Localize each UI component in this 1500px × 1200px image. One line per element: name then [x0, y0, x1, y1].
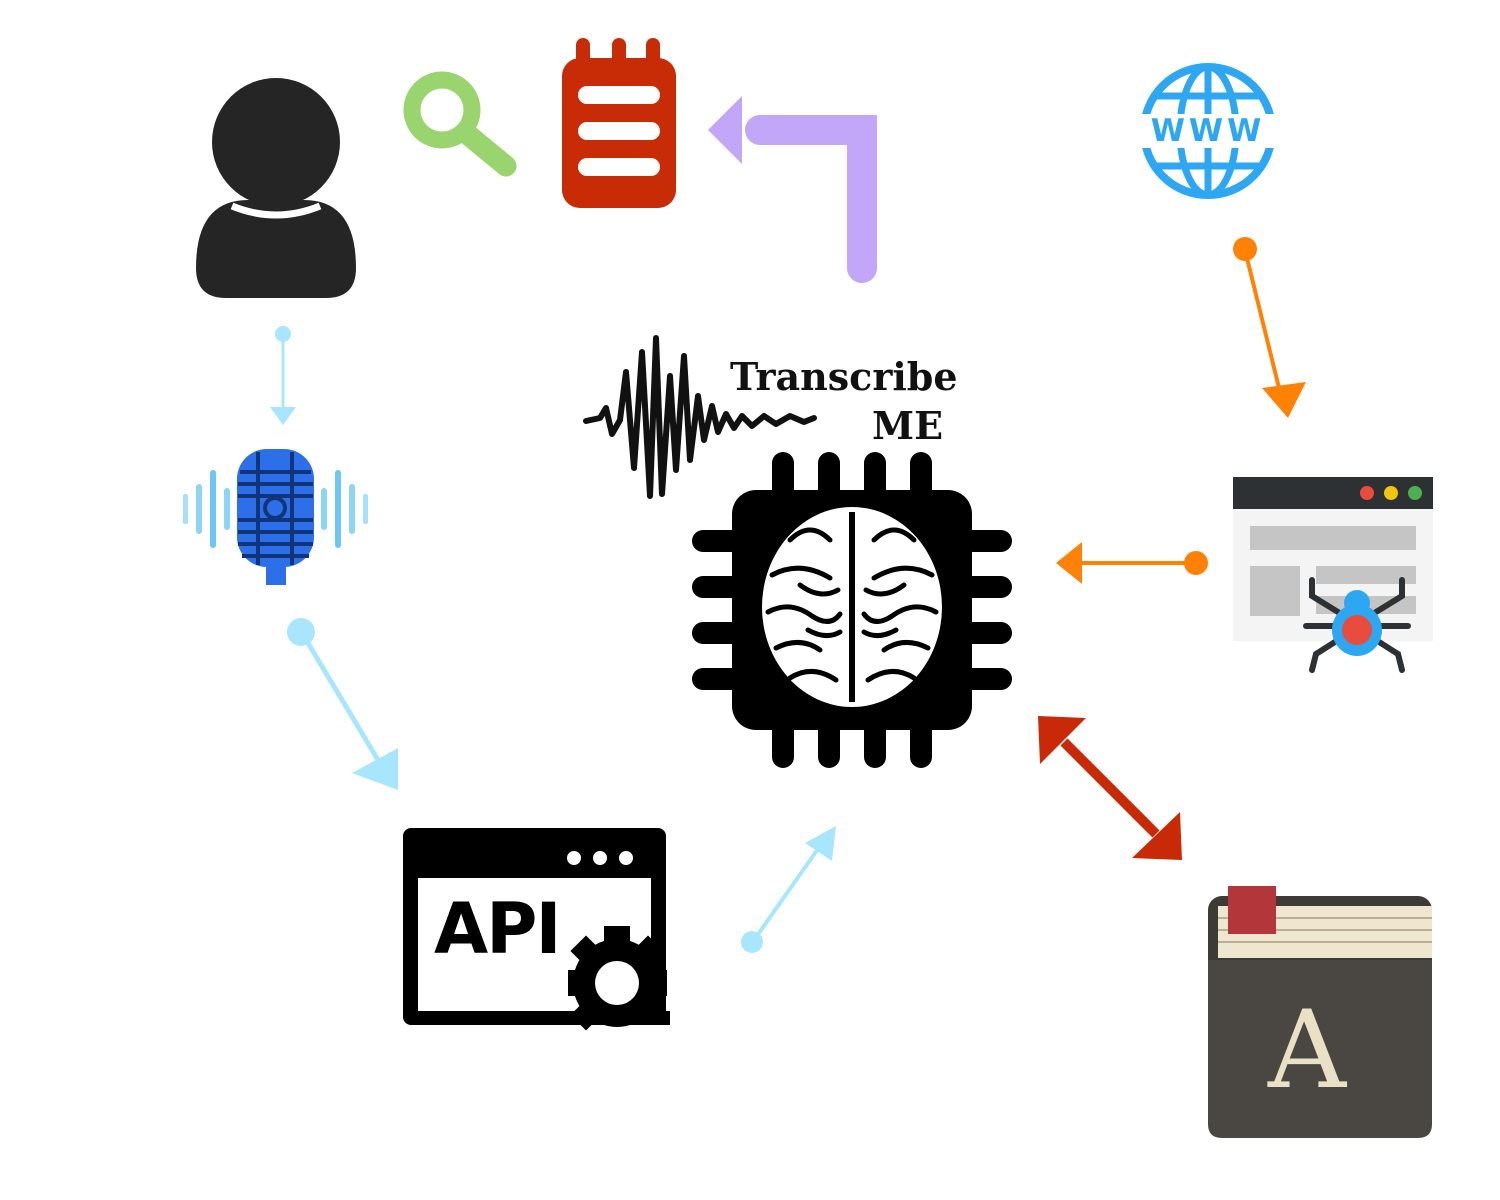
- api-label: API: [434, 888, 562, 970]
- arrow-user-to-mic: [270, 326, 296, 425]
- sound-wave-icon: [583, 335, 817, 499]
- www-label: WWW: [1140, 114, 1276, 148]
- search-icon: [403, 71, 517, 177]
- app-title-line-1: Transcribe: [730, 354, 958, 399]
- arrow-api-to-brain: [741, 826, 836, 953]
- app-title-line-2: ME: [872, 403, 944, 448]
- dictionary-book-icon: [1208, 886, 1432, 1138]
- web-crawler-icon: [1233, 477, 1433, 673]
- gear-icon: [418, 878, 670, 1031]
- microphone-icon: [183, 449, 368, 585]
- arrow-mic-to-api: [287, 618, 398, 790]
- arrow-brain-to-notepad: [708, 96, 877, 283]
- arrow-brain-dictionary-bidirectional: [1038, 716, 1182, 860]
- arrow-web-to-crawler: [1233, 237, 1306, 418]
- dictionary-letter: A: [1268, 988, 1346, 1113]
- notepad-icon: [562, 38, 676, 208]
- arrow-crawler-to-brain: [1056, 542, 1208, 584]
- api-window-icon: [403, 828, 670, 1031]
- brain-chip-icon: [692, 452, 1012, 768]
- user-icon: [196, 78, 356, 298]
